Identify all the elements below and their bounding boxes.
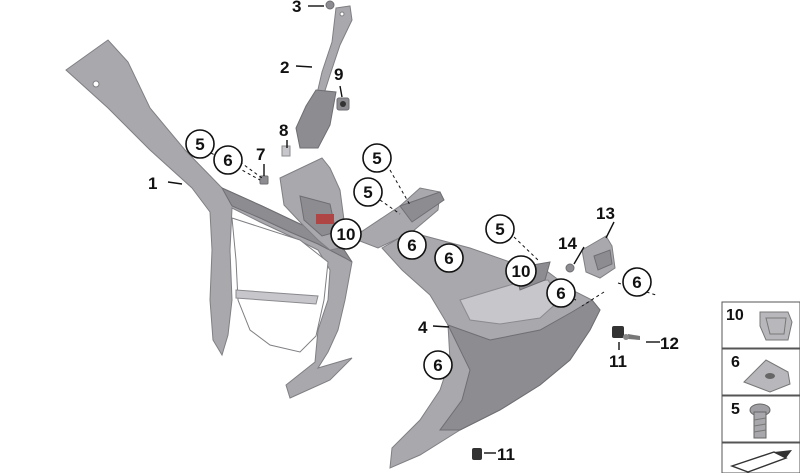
torx-screw-icon bbox=[749, 403, 771, 439]
callout-6-f: 6 bbox=[423, 350, 453, 380]
callout-9: 9 bbox=[334, 65, 343, 84]
callout-1: 1 bbox=[148, 174, 157, 193]
center-bracket bbox=[279, 157, 345, 251]
callout-5-d: 5 bbox=[485, 214, 515, 244]
svg-text:10: 10 bbox=[726, 307, 744, 324]
callout-11-bottom: 11 bbox=[497, 445, 515, 464]
callout-6-e: 6 bbox=[622, 267, 652, 297]
callout-6-c: 6 bbox=[434, 243, 464, 273]
callout-13: 13 bbox=[596, 204, 615, 223]
legend: 10 6 5 bbox=[721, 301, 800, 473]
svg-text:5: 5 bbox=[372, 149, 381, 168]
svg-text:10: 10 bbox=[337, 225, 356, 244]
part-12-screw bbox=[623, 334, 640, 340]
part-11-nut-bottom bbox=[472, 448, 482, 460]
svg-text:6: 6 bbox=[632, 273, 641, 292]
callout-5-c: 5 bbox=[353, 177, 383, 207]
legend-item-kit bbox=[721, 442, 800, 473]
part-11-nut-right bbox=[612, 326, 624, 338]
svg-text:5: 5 bbox=[363, 183, 372, 202]
part-14-screw bbox=[565, 263, 575, 273]
part-1-frame bbox=[65, 39, 353, 399]
legend-item-6: 6 bbox=[721, 348, 800, 396]
part-9-nut bbox=[336, 97, 350, 111]
svg-text:6: 6 bbox=[433, 356, 442, 375]
callout-3: 3 bbox=[292, 0, 301, 16]
callout-8: 8 bbox=[279, 121, 288, 140]
legend-item-5: 5 bbox=[721, 395, 800, 443]
callout-6-d: 6 bbox=[546, 278, 576, 308]
callout-2: 2 bbox=[280, 58, 289, 77]
svg-text:6: 6 bbox=[407, 236, 416, 255]
plain-callouts: 1 2 3 4 7 8 9 11 11 12 13 14 bbox=[148, 0, 679, 464]
part-4-panel bbox=[381, 231, 601, 469]
svg-text:5: 5 bbox=[495, 220, 504, 239]
callout-4: 4 bbox=[418, 318, 428, 337]
svg-text:6: 6 bbox=[731, 354, 740, 371]
speed-nut-icon bbox=[743, 359, 791, 393]
svg-text:6: 6 bbox=[223, 151, 232, 170]
svg-text:6: 6 bbox=[556, 284, 565, 303]
callout-6-a: 6 bbox=[213, 145, 243, 175]
svg-text:5: 5 bbox=[195, 135, 204, 154]
callout-11-right: 11 bbox=[609, 352, 627, 371]
callout-5-a: 5 bbox=[185, 129, 215, 159]
clip-nut-icon bbox=[759, 311, 793, 341]
callout-12: 12 bbox=[660, 334, 679, 353]
circled-callouts: 5 6 5 5 10 6 6 5 bbox=[185, 129, 652, 380]
callout-6-b: 6 bbox=[397, 230, 427, 260]
callout-10-b: 10 bbox=[505, 255, 537, 287]
part-8-clip bbox=[281, 145, 291, 157]
part-13-bracket bbox=[581, 235, 616, 279]
part-2-bracket bbox=[295, 0, 353, 149]
upper-mount-bracket bbox=[350, 187, 445, 249]
legend-item-10: 10 bbox=[721, 301, 800, 349]
callout-14: 14 bbox=[558, 234, 577, 253]
callout-7: 7 bbox=[256, 145, 265, 164]
kit-arrow-icon bbox=[729, 450, 792, 473]
svg-text:5: 5 bbox=[731, 401, 740, 418]
callout-10-a: 10 bbox=[330, 218, 362, 250]
callout-5-b: 5 bbox=[362, 143, 392, 173]
svg-text:10: 10 bbox=[512, 262, 531, 281]
svg-text:6: 6 bbox=[444, 249, 453, 268]
